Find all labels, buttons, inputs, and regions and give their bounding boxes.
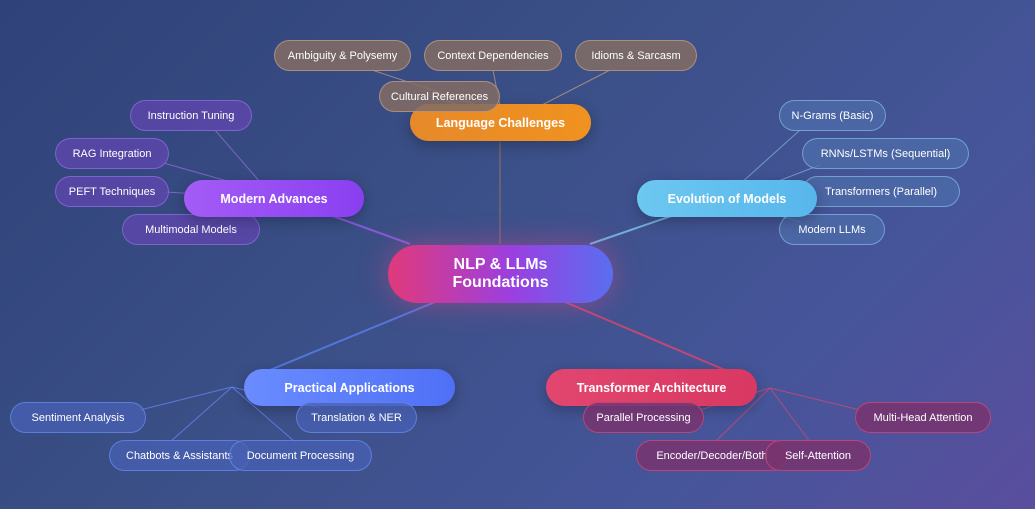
leaf-transformers-parallel[interactable]: Transformers (Parallel): [802, 176, 960, 207]
leaf-rnns-lstms[interactable]: RNNs/LSTMs (Sequential): [802, 138, 969, 169]
leaf-n-grams[interactable]: N-Grams (Basic): [779, 100, 886, 131]
leaf-rag-integration[interactable]: RAG Integration: [55, 138, 169, 169]
leaf-self-attention[interactable]: Self-Attention: [765, 440, 871, 471]
link-tra-encoder: [714, 387, 771, 443]
leaf-modern-llms[interactable]: Modern LLMs: [779, 214, 885, 245]
leaf-multimodal-models[interactable]: Multimodal Models: [122, 214, 260, 245]
link-tra-multihead: [769, 387, 861, 411]
leaf-parallel-processing[interactable]: Parallel Processing: [583, 402, 704, 433]
link-app-document: [231, 386, 296, 443]
link-app-chatbots: [169, 386, 233, 443]
center-node[interactable]: NLP & LLMs Foundations: [388, 245, 613, 303]
leaf-chatbots-assistants[interactable]: Chatbots & Assistants: [109, 440, 250, 471]
leaf-encoder-decoder-both[interactable]: Encoder/Decoder/Both: [636, 440, 788, 471]
leaf-multi-head-attention[interactable]: Multi-Head Attention: [855, 402, 991, 433]
leaf-ambiguity-polysemy[interactable]: Ambiguity & Polysemy: [274, 40, 411, 71]
link-center-transformer: [564, 301, 726, 371]
link-evolution-ngrams: [739, 129, 801, 185]
link-language-idioms: [539, 69, 611, 107]
leaf-translation-ner[interactable]: Translation & NER: [296, 402, 417, 433]
leaf-context-dependencies[interactable]: Context Dependencies: [424, 40, 562, 71]
branch-evolution-of-models[interactable]: Evolution of Models: [637, 180, 817, 217]
link-app-sentiment: [139, 386, 233, 411]
center-title-line2: Foundations: [452, 274, 549, 291]
leaf-idioms-sarcasm[interactable]: Idioms & Sarcasm: [575, 40, 697, 71]
leaf-instruction-tuning[interactable]: Instruction Tuning: [130, 100, 252, 131]
leaf-document-processing[interactable]: Document Processing: [229, 440, 372, 471]
link-center-evolution: [589, 212, 681, 245]
branch-transformer-architecture[interactable]: Transformer Architecture: [546, 369, 757, 406]
link-center-applications: [269, 301, 436, 371]
link-center-modern: [329, 214, 411, 245]
leaf-peft-techniques[interactable]: PEFT Techniques: [55, 176, 169, 207]
center-title-line1: NLP & LLMs: [453, 256, 548, 273]
branch-modern-advances[interactable]: Modern Advances: [184, 180, 364, 217]
leaf-sentiment-analysis[interactable]: Sentiment Analysis: [10, 402, 146, 433]
link-modern-instruction: [214, 129, 261, 183]
branch-practical-applications[interactable]: Practical Applications: [244, 369, 455, 406]
leaf-cultural-references[interactable]: Cultural References: [379, 81, 500, 112]
link-tra-selfattention: [769, 387, 811, 443]
